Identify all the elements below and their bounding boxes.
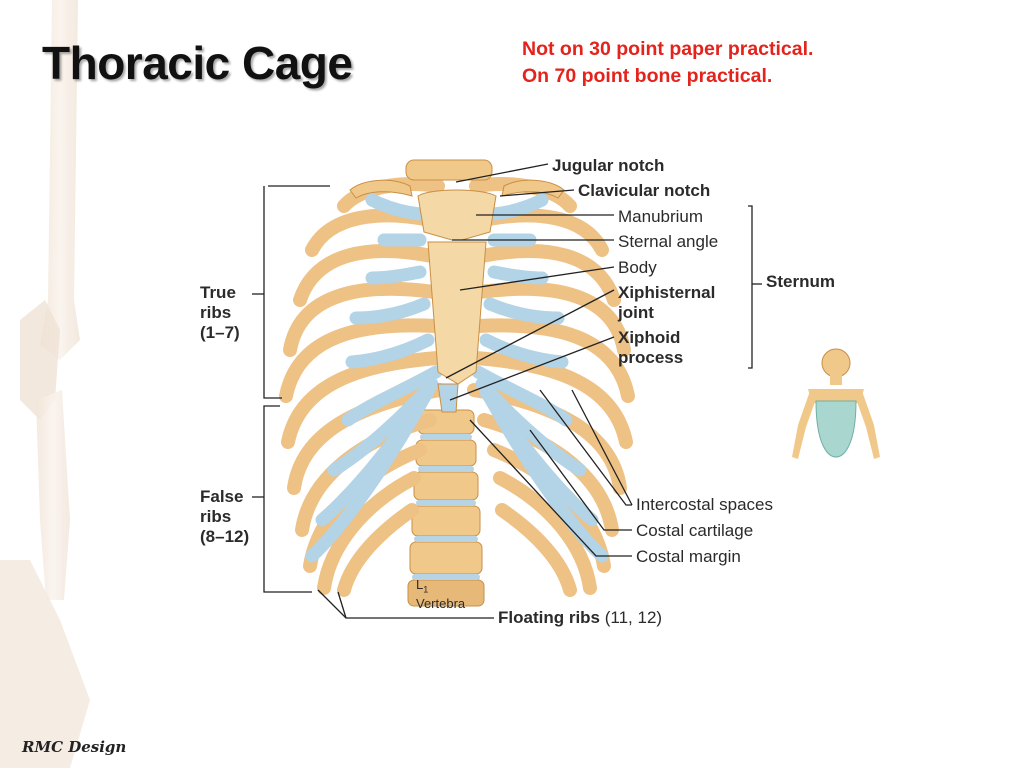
xiphoid	[437, 383, 459, 413]
label-true-ribs-line3: (1–7)	[200, 323, 240, 342]
sternum	[417, 189, 497, 413]
label-floating-ribs: Floating ribs (11, 12)	[498, 608, 662, 628]
sternal-body	[427, 241, 487, 385]
label-manubrium: Manubrium	[618, 207, 704, 226]
label-xiphisternal-line2: joint	[618, 303, 654, 322]
label-sternum: Sternum	[766, 272, 835, 291]
practical-note: Not on 30 point paper practical. On 70 p…	[522, 36, 813, 90]
label-jugular-notch: Jugular notch	[552, 156, 665, 175]
arm-bone-background-image	[0, 0, 90, 768]
label-body: Body	[618, 258, 657, 277]
page-title: Thoracic Cage	[42, 37, 353, 89]
label-clavicular-notch: Clavicular notch	[578, 181, 711, 200]
label-costal-cartilage: Costal cartilage	[636, 521, 754, 540]
label-xiphisternal-joint: Xiphisternal joint	[618, 283, 715, 323]
label-vertebra-l: L	[416, 577, 424, 592]
leader-lines	[252, 163, 762, 619]
label-true-ribs-line2: ribs	[200, 303, 232, 322]
note-line-2: On 70 point bone practical.	[522, 65, 773, 87]
label-vertebra: L1 Vertebra	[416, 578, 465, 610]
label-costal-margin: Costal margin	[636, 547, 741, 566]
label-xiphoid-line1: Xiphoid	[618, 328, 681, 347]
label-false-ribs-line1: False	[200, 487, 244, 506]
label-floating-ribs-range: (11, 12)	[604, 608, 663, 627]
intervertebral-discs	[412, 434, 480, 580]
t1-vertebra	[405, 159, 493, 181]
label-vertebra-sub: 1	[423, 584, 429, 595]
label-true-ribs: True ribs (1–7)	[200, 283, 240, 343]
label-false-ribs: False ribs (8–12)	[200, 487, 249, 547]
label-false-ribs-line2: ribs	[200, 507, 232, 526]
label-vertebra-text: Vertebra	[416, 595, 466, 611]
label-intercostal-spaces: Intercostal spaces	[636, 495, 774, 514]
label-floating-ribs-text: Floating ribs	[498, 608, 600, 627]
ribs-right	[467, 177, 635, 597]
note-line-1: Not on 30 point paper practical.	[522, 38, 814, 60]
clavicle-stubs	[349, 179, 565, 199]
label-xiphoid-process: Xiphoid process	[618, 328, 683, 368]
label-false-ribs-line3: (8–12)	[200, 527, 250, 546]
label-sternal-angle: Sternal angle	[618, 232, 719, 251]
label-true-ribs-line1: True	[200, 283, 236, 302]
label-xiphisternal-line1: Xiphisternal	[618, 283, 716, 302]
footer-credit: RMC Design	[22, 738, 127, 756]
label-xiphoid-line2: process	[618, 348, 684, 367]
skeleton-figure-icon	[792, 348, 880, 459]
